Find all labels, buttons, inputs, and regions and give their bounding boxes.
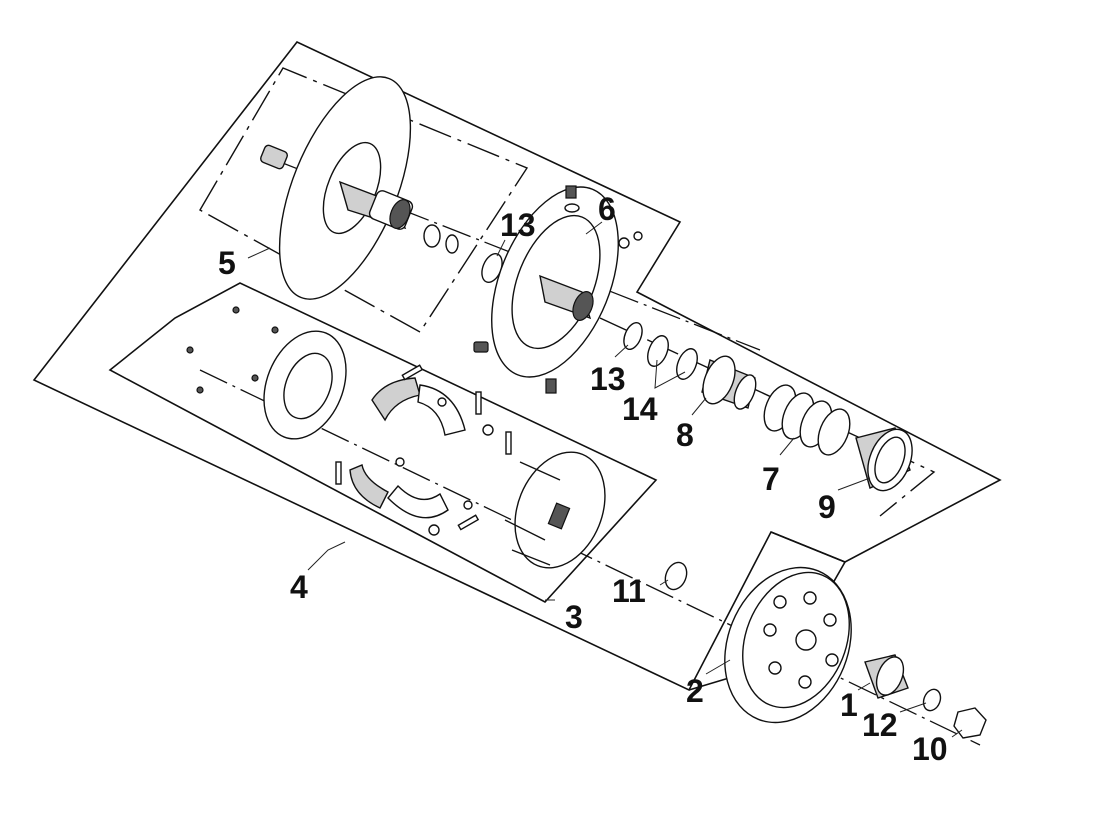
part-13-ring-lower xyxy=(623,321,643,351)
part-6-fixed-face xyxy=(473,185,643,394)
assembly-boundary-4 xyxy=(32,41,1002,692)
callout-5: 5 xyxy=(218,245,236,281)
callout-14: 14 xyxy=(622,391,658,427)
callout-13-lower: 13 xyxy=(590,361,626,397)
callout-7: 7 xyxy=(762,461,780,497)
part-1-bushing xyxy=(864,654,909,699)
callout-10: 10 xyxy=(912,731,948,767)
group-boundary-3 xyxy=(108,282,658,603)
callout-13-upper: 13 xyxy=(500,207,536,243)
callout-1: 1 xyxy=(840,687,858,723)
part-5-drive-face xyxy=(260,76,459,300)
fasteners-left xyxy=(186,306,279,394)
group-boundary-5 xyxy=(199,67,529,333)
leader-lines xyxy=(247,221,963,738)
part-3-clutch-assembly xyxy=(263,330,606,569)
part-14-o-rings xyxy=(647,335,698,380)
part-10-nut xyxy=(953,707,987,739)
callout-12: 12 xyxy=(862,707,898,743)
callout-2: 2 xyxy=(686,673,704,709)
part-7-spring xyxy=(763,384,851,456)
callout-11: 11 xyxy=(612,573,646,609)
part-2-clutch-bell xyxy=(724,566,852,724)
part-12-washer xyxy=(922,688,942,712)
axis-lower xyxy=(199,369,981,746)
part-9-spring-seat xyxy=(855,427,913,492)
callout-4: 4 xyxy=(290,569,308,605)
callout-3: 3 xyxy=(565,599,583,635)
callout-8: 8 xyxy=(676,417,694,453)
callout-6: 6 xyxy=(598,191,616,227)
part-11-washer xyxy=(664,561,688,591)
part-8-collar xyxy=(701,355,757,410)
callout-9: 9 xyxy=(818,489,836,525)
axis-upper xyxy=(274,159,761,351)
